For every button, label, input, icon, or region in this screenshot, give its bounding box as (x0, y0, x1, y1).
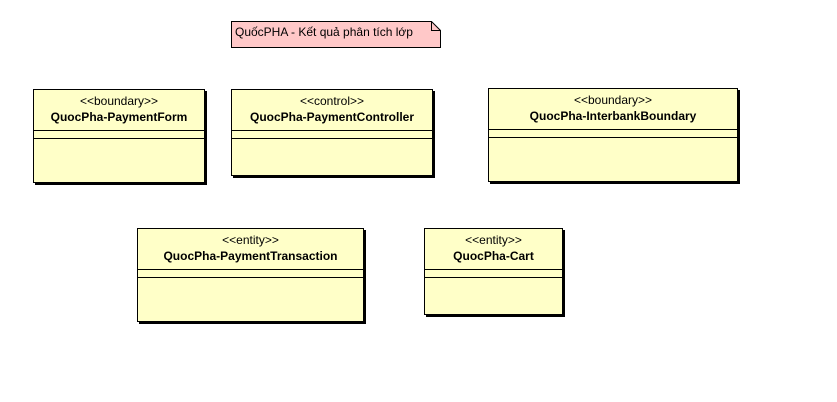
attributes-divider (232, 130, 432, 131)
class-name: QuocPha-Cart (453, 249, 534, 263)
operations-divider (34, 138, 204, 139)
class-interbank-boundary[interactable]: <<boundary>> QuocPha-InterbankBoundary (488, 88, 738, 182)
class-name: QuocPha-PaymentController (249, 110, 415, 124)
class-stereotype: <<control>> (299, 94, 365, 108)
attributes-divider (489, 129, 737, 130)
attributes-divider (425, 269, 562, 270)
attributes-divider (34, 130, 204, 131)
class-name: QuocPha-PaymentForm (50, 110, 188, 124)
operations-divider (489, 137, 737, 138)
class-stereotype: <<entity>> (465, 233, 522, 247)
attributes-divider (138, 269, 363, 270)
diagram-title-note[interactable]: QuốcPHA - Kết quả phân tích lớp (231, 21, 441, 48)
class-stereotype: <<entity>> (222, 233, 279, 247)
class-name: QuocPha-InterbankBoundary (529, 109, 697, 123)
operations-divider (138, 277, 363, 278)
class-name: QuocPha-PaymentTransaction (163, 249, 338, 263)
note-text: QuốcPHA - Kết quả phân tích lớp (235, 25, 413, 39)
class-payment-form[interactable]: <<boundary>> QuocPha-PaymentForm (33, 89, 205, 183)
class-payment-controller[interactable]: <<control>> QuocPha-PaymentController (231, 89, 433, 176)
class-payment-transaction[interactable]: <<entity>> QuocPha-PaymentTransaction (137, 228, 364, 322)
note-shape (231, 21, 441, 48)
class-cart[interactable]: <<entity>> QuocPha-Cart (424, 228, 563, 315)
class-stereotype: <<boundary>> (573, 93, 653, 107)
operations-divider (425, 277, 562, 278)
class-stereotype: <<boundary>> (79, 94, 159, 108)
operations-divider (232, 138, 432, 139)
